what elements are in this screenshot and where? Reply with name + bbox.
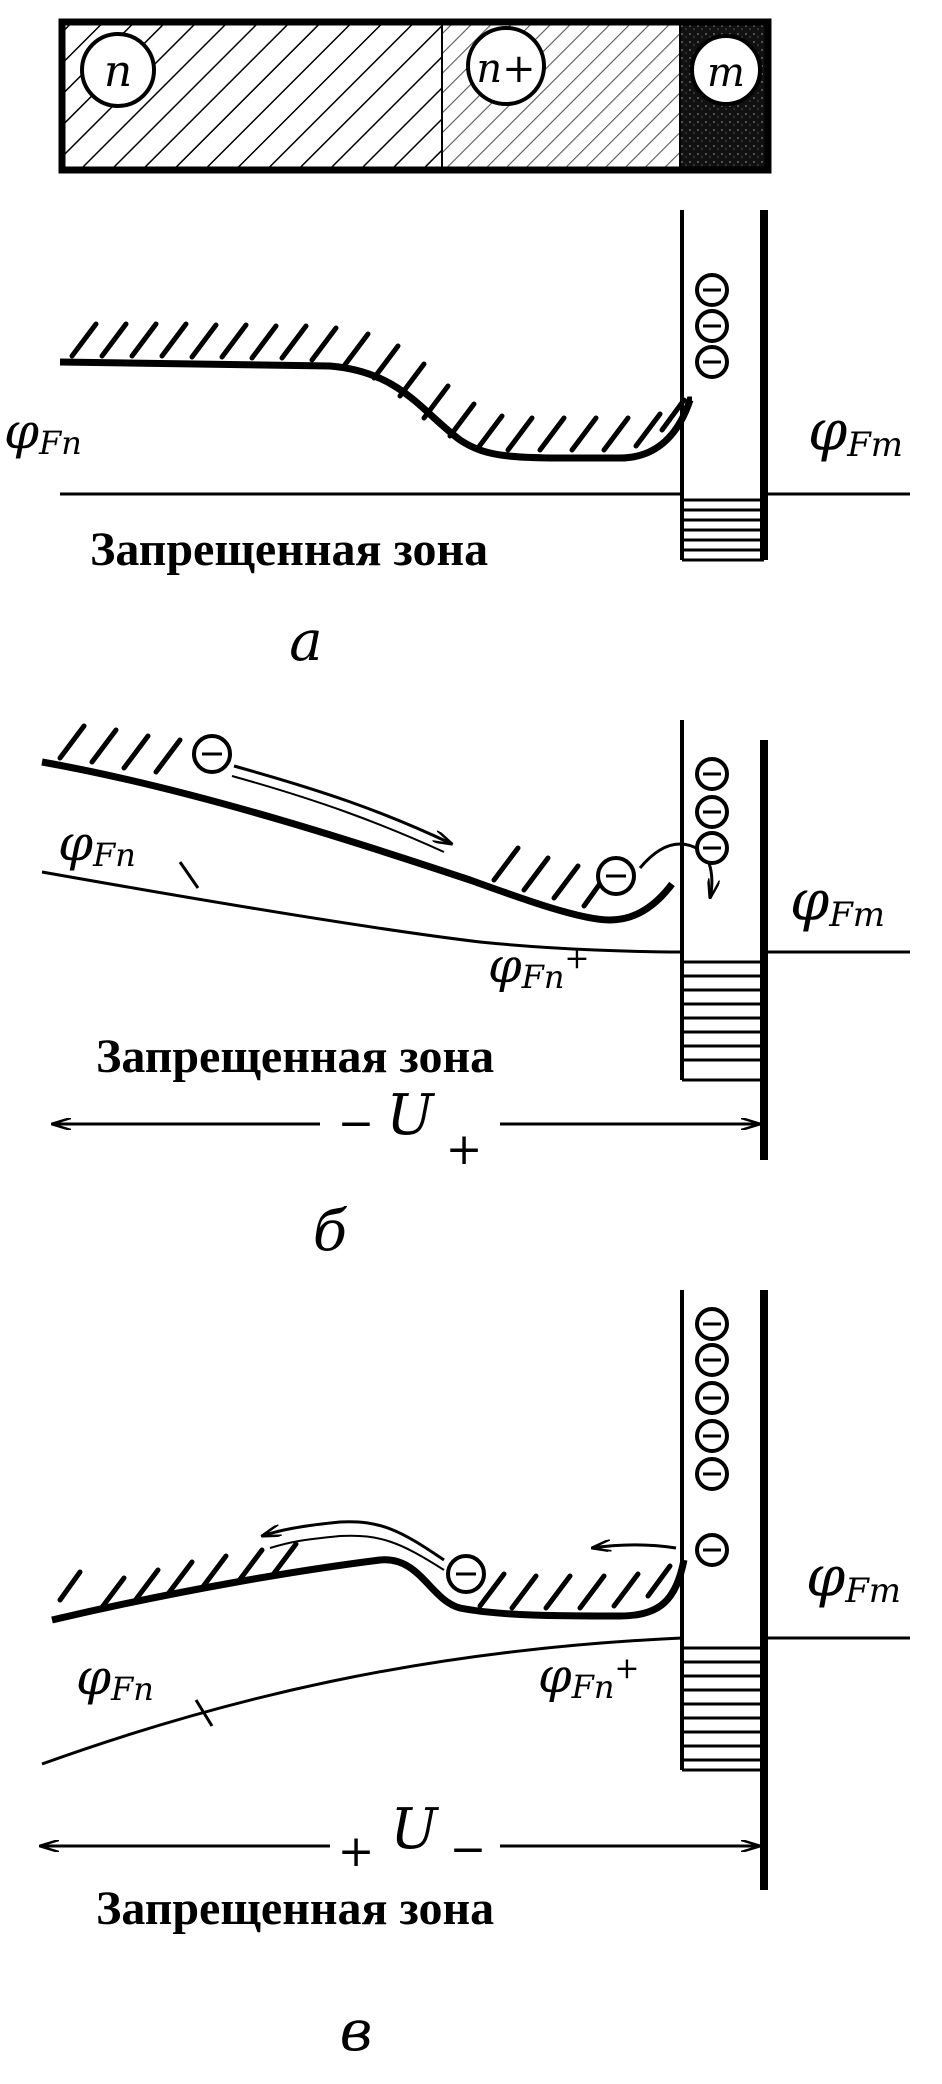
band-hatching [57, 1541, 673, 1613]
panel-letter-a: а [289, 609, 322, 674]
forbidden-zone-label: Запрещенная зона [96, 1882, 494, 1935]
structure-bar: n n+ m [58, 18, 772, 174]
conduction-band-edge [51, 1556, 688, 1624]
n-plus-region-label: n+ [476, 46, 535, 92]
forbidden-zone-label: Запрещенная зона [90, 523, 488, 576]
conduction-band-edge [41, 758, 675, 924]
fermi-level-m-label: φFm [808, 399, 903, 465]
conduction-band-edge [59, 358, 694, 462]
bias-voltage-label: U [386, 1083, 435, 1148]
phi-fn-leader [194, 1699, 214, 1727]
metal-filled-states [682, 1646, 764, 1762]
band-hatching [69, 321, 687, 453]
panel-a: φFn φFm Запрещенная зона а [4, 210, 910, 674]
bias-right-sign: + [446, 1124, 483, 1175]
metal-region-label-circle [690, 34, 762, 106]
surface-electrons [695, 757, 729, 865]
panel-letter-b: б [313, 1199, 348, 1264]
surface-electrons [695, 1307, 729, 1567]
metal-region-label: m [707, 50, 745, 96]
fermi-level-line [41, 870, 683, 954]
n-region-label-circle [80, 32, 156, 108]
fermi-level-nplus-label: φFn+ [538, 1648, 640, 1706]
fermi-level-line [41, 1636, 683, 1766]
fermi-level-m-label: φFm [806, 1545, 901, 1611]
fermi-level-m-label: φFm [790, 869, 885, 935]
surface-electrons [695, 273, 729, 379]
fermi-level-n-label: φFn [76, 1648, 154, 1708]
phi-fn-leader [178, 861, 200, 889]
fermi-level-nplus-label: φFn+ [488, 938, 590, 996]
band-hatching [57, 723, 607, 909]
bias-left-sign: + [338, 1826, 375, 1877]
bias-left-sign: − [338, 1098, 375, 1149]
metal-filled-states [682, 960, 764, 1062]
metal-filled-states [682, 498, 764, 552]
structure-frame [58, 18, 772, 174]
extraction-arrow [592, 1545, 677, 1548]
panel-c: φFn φFm φFn+ + U − Запрещенная зона в [40, 1290, 910, 2064]
fermi-level-n-label: φFn [58, 814, 136, 874]
n-region-label: n [104, 46, 132, 97]
panel-b: φFn φFm φFn+ Запрещенная зона − U + б [41, 720, 910, 1264]
drift-arrow [262, 1520, 445, 1562]
panel-letter-c: в [340, 1999, 373, 2064]
fermi-level-n-label: φFn [4, 402, 82, 462]
forbidden-zone-label: Запрещенная зона [96, 1030, 494, 1083]
bias-right-sign: − [450, 1824, 487, 1875]
bias-voltage-label: U [390, 1797, 439, 1862]
n-plus-region-label-circle [466, 26, 546, 106]
drift-arrow [233, 764, 452, 844]
